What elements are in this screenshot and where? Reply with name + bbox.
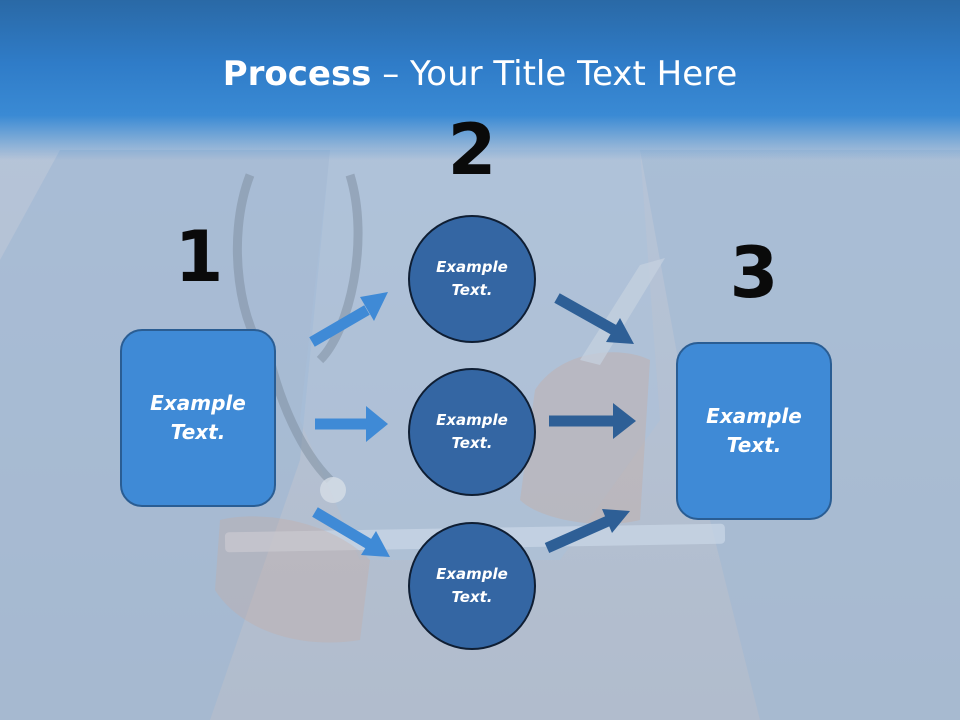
arrow-from-circle-2 xyxy=(549,403,636,439)
step-number-1: 1 xyxy=(174,216,224,298)
arrow-to-circle-3 xyxy=(312,507,390,557)
circle-3: Example Text. xyxy=(408,522,536,650)
title-band xyxy=(0,0,960,160)
circle-2-text: Example Text. xyxy=(436,411,508,452)
title-bold: Process xyxy=(222,54,372,94)
slide-title: Process – Your Title Text Here xyxy=(0,52,960,96)
left-box: Example Text. xyxy=(120,329,276,507)
left-box-text: Example Text. xyxy=(150,391,246,444)
circle-1: Example Text. xyxy=(408,215,536,343)
circle-1-text: Example Text. xyxy=(436,258,508,299)
right-box: Example Text. xyxy=(676,342,832,520)
arrow-from-circle-3 xyxy=(544,509,630,554)
right-box-text: Example Text. xyxy=(706,404,802,457)
title-rest: – Your Title Text Here xyxy=(371,54,738,94)
circle-3-text: Example Text. xyxy=(436,565,508,606)
circle-2: Example Text. xyxy=(408,368,536,496)
arrow-to-circle-1 xyxy=(309,292,388,347)
arrow-from-circle-1 xyxy=(554,293,634,344)
step-number-3: 3 xyxy=(729,232,779,314)
step-number-2: 2 xyxy=(447,109,497,191)
arrow-to-circle-2 xyxy=(315,406,388,442)
